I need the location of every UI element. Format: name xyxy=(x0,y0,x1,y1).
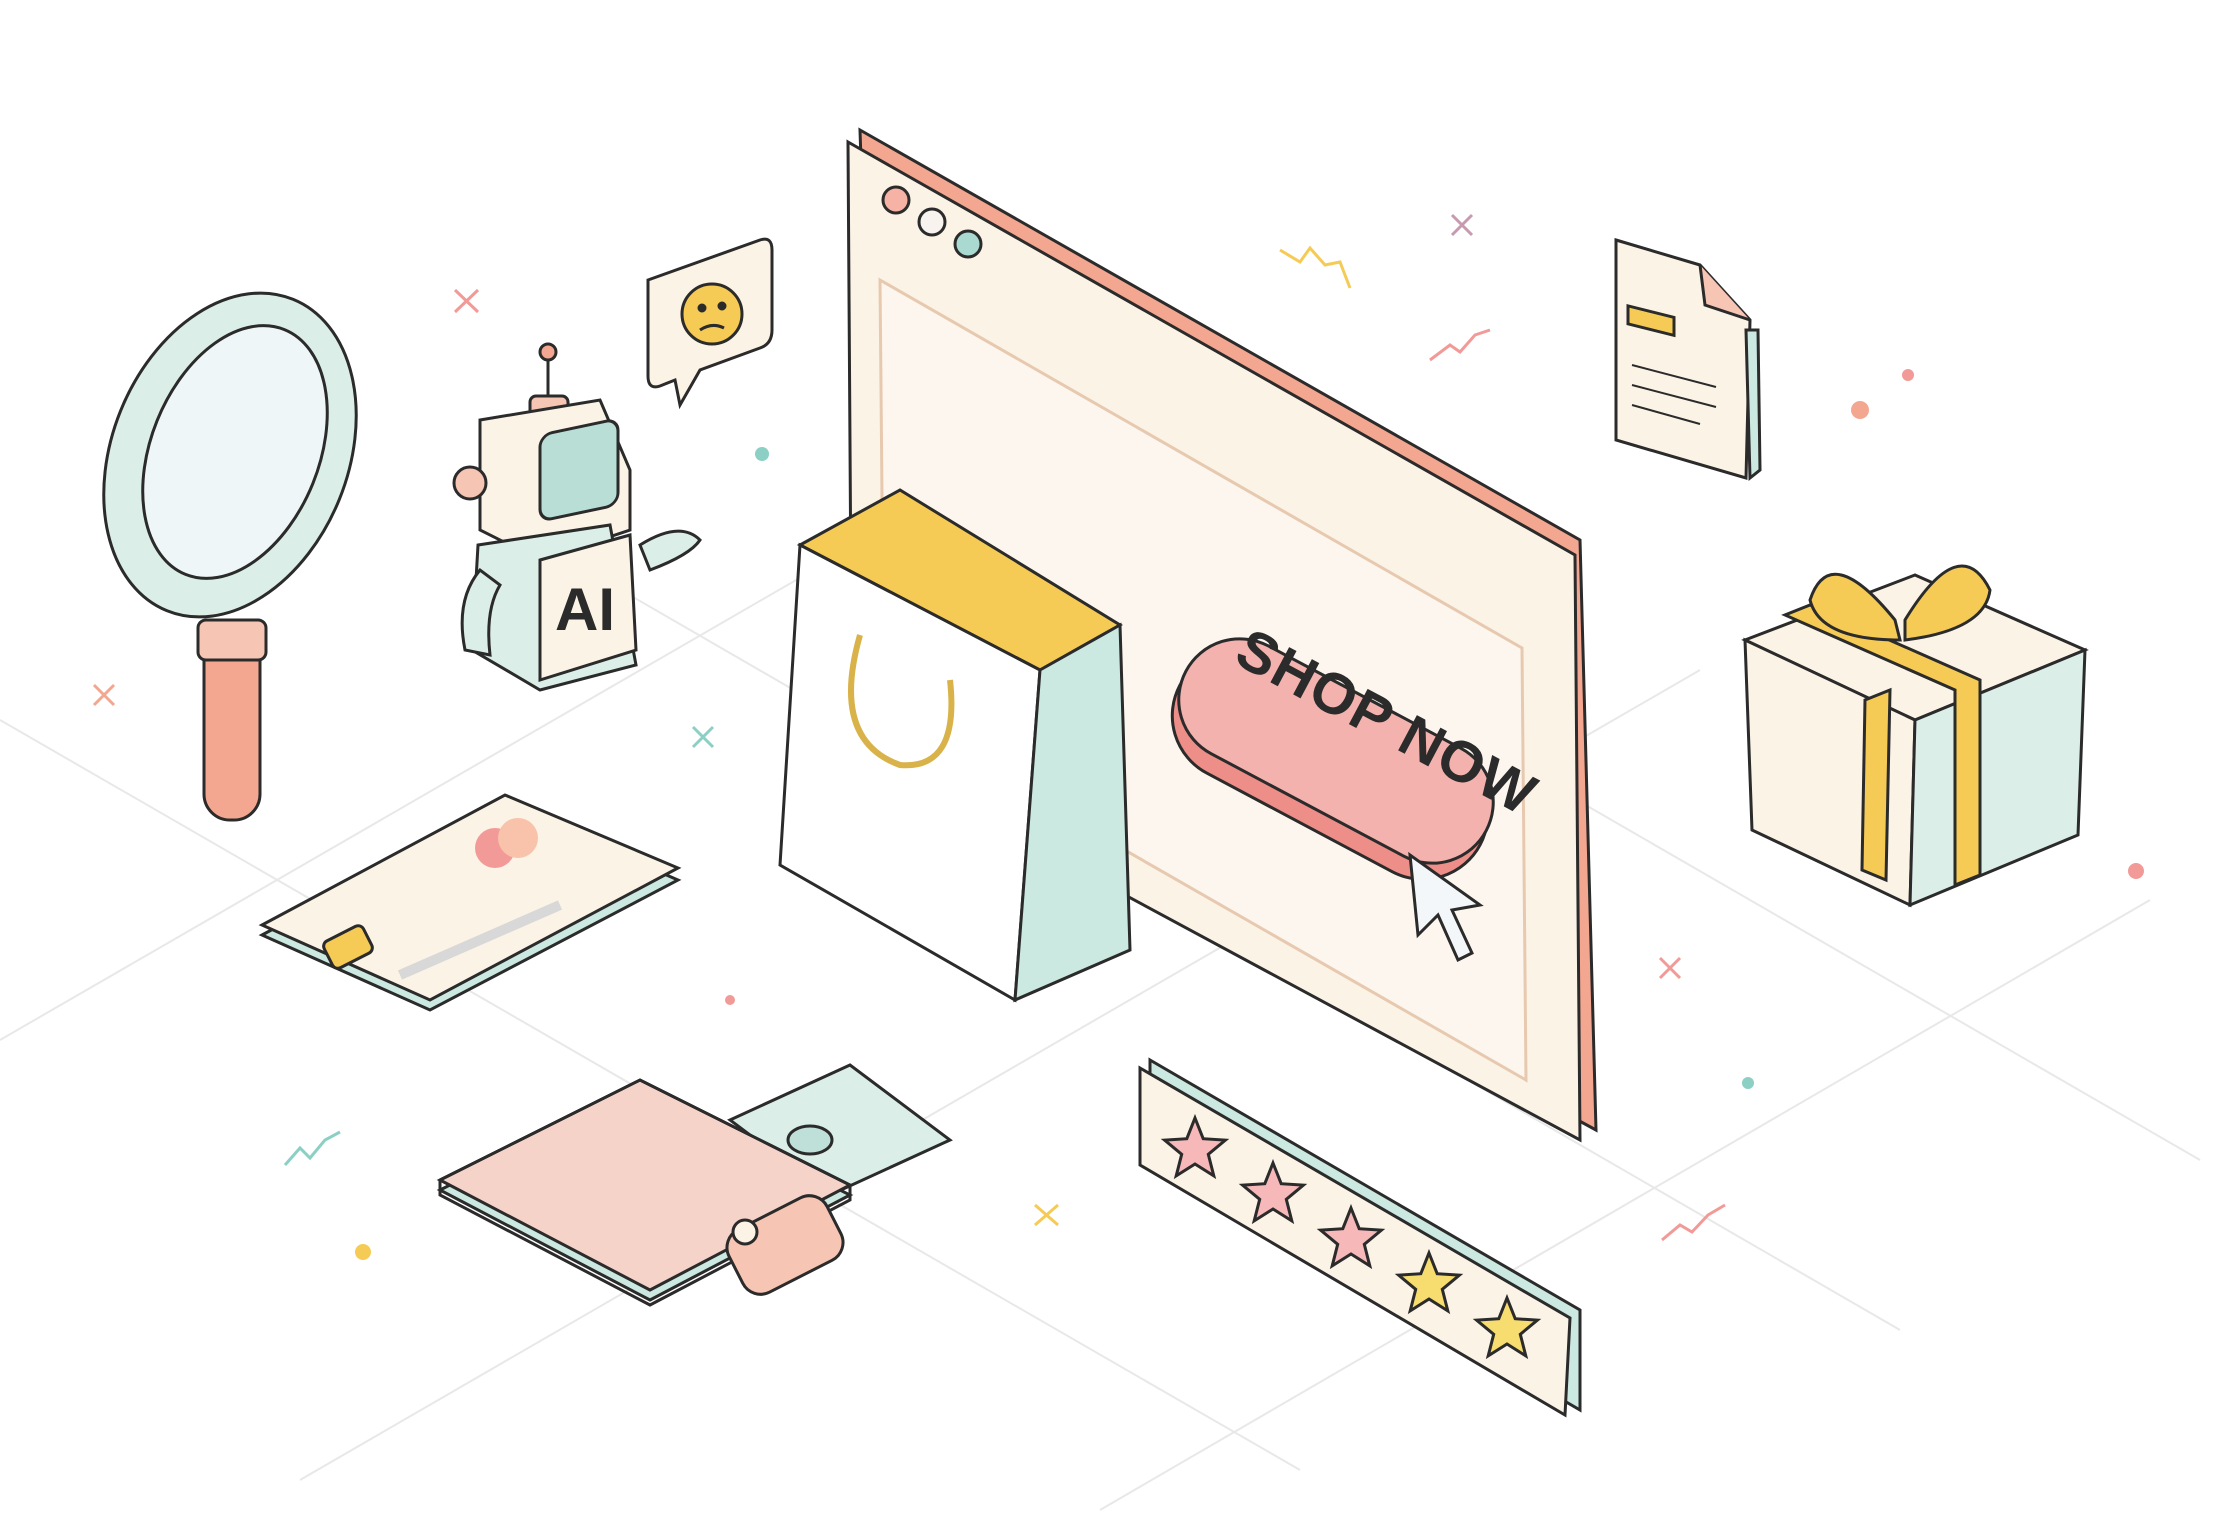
credit-card-icon xyxy=(258,793,682,1012)
gift-box-icon xyxy=(1741,564,2089,908)
rating-star-4 xyxy=(1394,1248,1464,1315)
wallet-icon xyxy=(436,1078,854,1307)
speech-bubble-icon xyxy=(646,237,774,410)
rating-star-3 xyxy=(1316,1203,1386,1270)
robot-icon: AI xyxy=(452,342,702,692)
window-dot-2 xyxy=(917,207,947,237)
rating-star-1 xyxy=(1160,1113,1230,1180)
shopping-bag-icon xyxy=(778,488,1132,1003)
window-dot-3 xyxy=(953,229,983,259)
decorative-dots xyxy=(355,369,2144,1260)
rating-star-5 xyxy=(1472,1293,1542,1360)
confused-face-icon xyxy=(680,282,744,346)
document-icon xyxy=(1614,237,1762,482)
rating-star-2 xyxy=(1238,1158,1308,1225)
rating-stars xyxy=(1160,1113,1542,1360)
cursor-icon xyxy=(1408,851,1484,963)
window-dot-1 xyxy=(881,185,911,215)
magnifying-glass-icon xyxy=(102,291,358,822)
star-rating-card xyxy=(1138,1057,1582,1418)
window-controls xyxy=(881,185,983,259)
decorative-sparkles xyxy=(92,213,1726,1242)
robot-ai-badge: AI xyxy=(555,576,615,643)
